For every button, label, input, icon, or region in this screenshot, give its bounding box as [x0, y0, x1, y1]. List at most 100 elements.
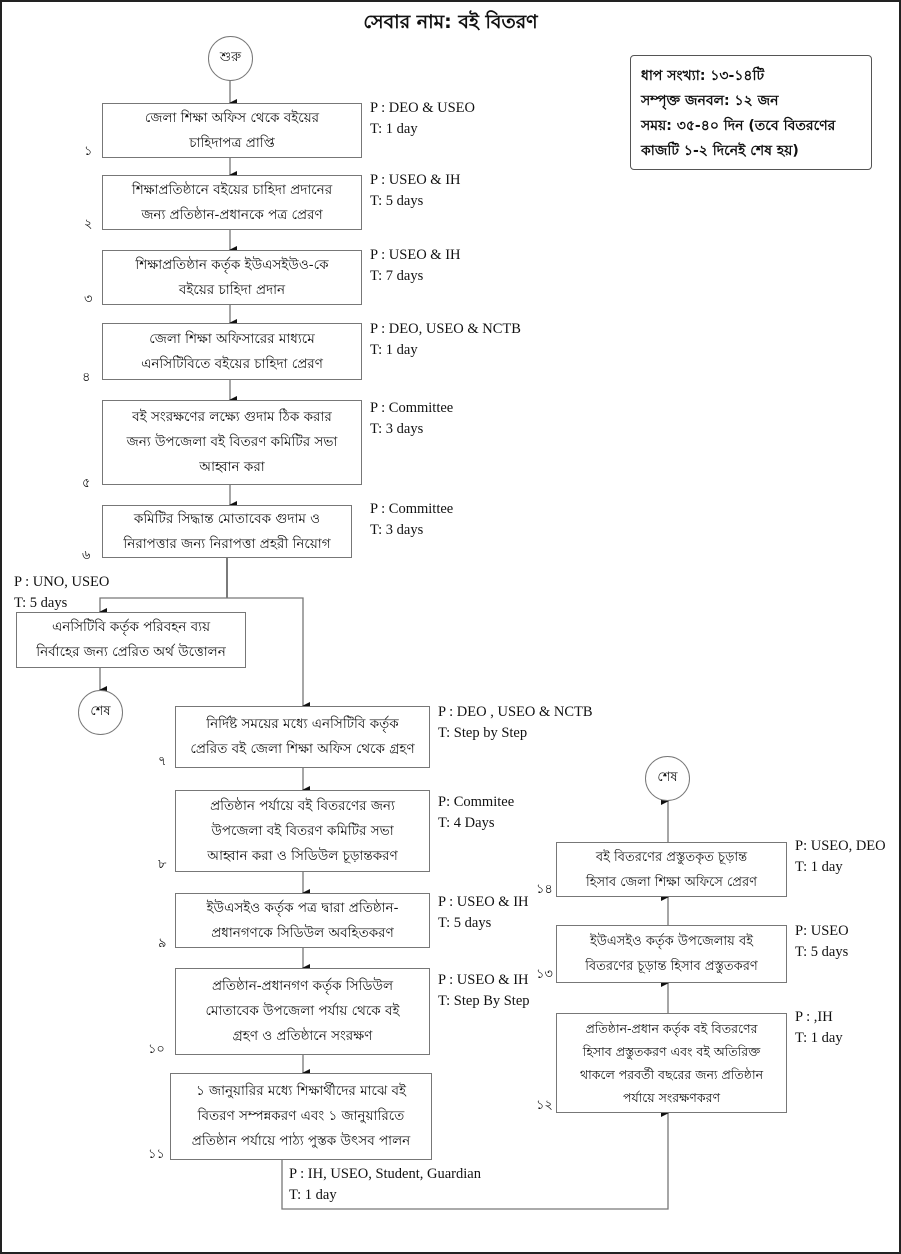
step-2-time: T: 5 days	[370, 193, 424, 209]
start-terminal: শুরু	[208, 36, 253, 81]
side-branch-time: T: 5 days	[14, 595, 68, 611]
step-12-line-1: প্রতিষ্ঠান-প্রধান কর্তৃক বই বিতরণের	[585, 1021, 758, 1036]
connector-11-to-12	[281, 1109, 669, 1210]
step-9-time: T: 5 days	[438, 915, 492, 931]
step-14-line-1: বই বিতরণের প্রস্তুতকৃত চূড়ান্ত	[595, 849, 748, 865]
step-11-line-2: বিতরণ সম্পন্নকরণ এবং ১ জানুয়ারিতে	[197, 1108, 405, 1124]
step-1-time: T: 1 day	[370, 121, 418, 137]
step-4-box: জেলা শিক্ষা অফিসারের মাধ্যমে এনসিটিবিতে ব…	[102, 323, 362, 380]
info-time: সময়: ৩৫-৪০ দিন (তবে বিতরণের	[641, 118, 836, 134]
step-1-number: ১	[84, 144, 93, 159]
step-14-box: বই বিতরণের প্রস্তুতকৃত চূড়ান্ত হিসাব জেল…	[556, 842, 787, 897]
step-10-line-1: প্রতিষ্ঠান-প্রধানগণ কর্তৃক সিডিউল	[211, 978, 394, 994]
step-3-box: শিক্ষাপ্রতিষ্ঠান কর্তৃক ইউএসইউও-কেবইয়ের…	[102, 250, 362, 305]
step-7-line-2: প্রেরিত বই জেলা শিক্ষা অফিস থেকে গ্রহণ	[190, 741, 415, 757]
side-branch-personnel: P : UNO, USEO	[14, 574, 110, 590]
step-10-meta: P : USEO & IH T: Step By Step	[438, 970, 530, 1012]
step-1-meta: P : DEO & USEO T: 1 day	[370, 98, 475, 140]
step-5-personnel: P : Committee	[370, 400, 454, 416]
step-11-line-1: ১ জানুয়ারির মধ্যে শিক্ষার্থীদের মাঝে বই	[195, 1083, 407, 1099]
branch-left-to-side	[99, 597, 227, 616]
step-6-line-2: নিরাপত্তার জন্য নিরাপত্তা প্রহরী নিয়োগ	[123, 535, 331, 552]
info-time-note: কাজটি ১-২ দিনেই শেষ হয়)	[641, 143, 799, 159]
step-4-line-1: জেলা শিক্ষা অফিসারের মাধ্যমে	[149, 330, 315, 347]
end-label-left: শেষ	[90, 704, 111, 719]
step-7-time: T: Step by Step	[438, 725, 528, 741]
step-9-line-1: ইউএসইও কর্তৃক পত্র দ্বারা প্রতিষ্ঠান-	[206, 899, 399, 916]
side-branch-line-1: এনসিটিবি কর্তৃক পরিবহন ব্যয়	[51, 619, 211, 635]
summary-info-box: ধাপ সংখ্যা: ১৩-১৪টি সম্পৃক্ত জনবল: ১২ জন…	[630, 55, 872, 170]
step-3-number: ৩	[84, 292, 93, 307]
step-8-line-2: উপজেলা বই বিতরণ কমিটির সভা	[211, 822, 394, 839]
step-3-line-1: শিক্ষাপ্রতিষ্ঠান কর্তৃক ইউএসইউও-কে	[135, 256, 329, 273]
start-label: শুরু	[219, 50, 242, 65]
step-7-meta: P : DEO , USEO & NCTB T: Step by Step	[438, 702, 593, 744]
step-5-meta: P : Committee T: 3 days	[370, 398, 453, 440]
step-14-personnel: P: USEO, DEO	[795, 838, 886, 854]
step-9-line-2: প্রধানগণকে সিডিউল অবহিতকরণ	[211, 924, 394, 941]
step-6-number: ৬	[82, 548, 91, 563]
step-14-meta: P: USEO, DEO T: 1 day	[795, 836, 886, 878]
step-12-number: ১২	[536, 1098, 553, 1113]
page-title: সেবার নাম: বই বিতরণ	[363, 11, 538, 33]
step-2-box: শিক্ষাপ্রতিষ্ঠানে বইয়ের চাহিদা প্রদানের…	[102, 175, 362, 230]
step-11-personnel: P : IH, USEO, Student, Guardian	[289, 1166, 481, 1182]
branch-right-to-7	[227, 597, 310, 710]
step-11-time: T: 1 day	[289, 1187, 337, 1203]
step-12-meta: P : ,IH T: 1 day	[795, 1007, 843, 1049]
step-10-line-3: গ্রহণ ও প্রতিষ্ঠানে সংরক্ষণ	[232, 1028, 373, 1044]
step-4-personnel: P : DEO, USEO & NCTB	[370, 321, 521, 337]
step-14-number: ১৪	[536, 882, 553, 897]
step-8-number: ৮	[158, 857, 167, 872]
step-9-box: ইউএসইও কর্তৃক পত্র দ্বারা প্রতিষ্ঠান- প্র…	[175, 893, 430, 948]
step-4-line-2: এনসিটিবিতে বইয়ের চাহিদা প্রেরণ	[141, 355, 323, 372]
step-12-line-4: পর্যায়ে সংরক্ষণকরণ	[622, 1090, 721, 1105]
step-5-line-1: বই সংরক্ষণের লক্ষ্যে গুদাম ঠিক করার	[132, 409, 332, 425]
step-13-box: ইউএসইও কর্তৃক উপজেলায় বই বিতরণের চূড়ান্…	[556, 925, 787, 983]
step-8-line-3: আহ্বান করা ও সিডিউল চূড়ান্তকরণ	[207, 847, 398, 864]
step-4-number: ৪	[82, 370, 91, 385]
side-branch-meta: P : UNO, USEO T: 5 days	[14, 572, 109, 614]
step-6-meta: P : Committee T: 3 days	[370, 499, 453, 541]
step-8-line-1: প্রতিষ্ঠান পর্যায়ে বই বিতরণের জন্য	[210, 797, 395, 814]
step-12-personnel: P : ,IH	[795, 1009, 833, 1025]
step-11-line-3: প্রতিষ্ঠান পর্যায়ে পাঠ্য পুস্তক উৎসব পা…	[191, 1133, 411, 1149]
step-7-personnel: P : DEO , USEO & NCTB	[438, 704, 593, 720]
step-7-line-1: নির্দিষ্ট সময়ের মধ্যে এনসিটিবি কর্তৃক	[206, 716, 399, 732]
info-manpower: সম্পৃক্ত জনবল: ১২ জন	[641, 93, 779, 109]
step-12-line-3: থাকলে পরবর্তী বছরের জন্য প্রতিষ্ঠান	[579, 1067, 764, 1082]
step-13-time: T: 5 days	[795, 944, 849, 960]
step-12-time: T: 1 day	[795, 1030, 843, 1046]
step-9-number: ৯	[158, 936, 167, 951]
step-8-box: প্রতিষ্ঠান পর্যায়ে বই বিতরণের জন্য উপজেল…	[175, 790, 430, 872]
step-7-box: নির্দিষ্ট সময়ের মধ্যে এনসিটিবি কর্তৃক প্…	[175, 706, 430, 768]
step-5-line-2: জন্য উপজেলা বই বিতরণ কমিটির সভা	[126, 434, 338, 450]
step-3-meta: P : USEO & IH T: 7 days	[370, 245, 461, 287]
step-5-number: ৫	[82, 476, 91, 491]
step-6-time: T: 3 days	[370, 522, 424, 538]
step-14-line-2: হিসাব জেলা শিক্ষা অফিসে প্রেরণ	[585, 874, 758, 890]
side-branch-line-2: নির্বাহের জন্য প্রেরিত অর্থ উত্তোলন	[36, 644, 226, 660]
step-5-time: T: 3 days	[370, 421, 424, 437]
step-2-line-2: জন্য প্রতিষ্ঠান-প্রধানকে পত্র প্রেরণ	[141, 206, 323, 223]
end-label-right: শেষ	[657, 770, 678, 785]
step-13-line-2: বিতরণের চূড়ান্ত হিসাব প্রস্তুতকরণ	[585, 959, 758, 974]
info-steps-count: ধাপ সংখ্যা: ১৩-১৪টি	[641, 68, 765, 84]
step-5-line-3: আহ্বান করা	[199, 459, 265, 475]
step-1-line-1: জেলা শিক্ষা অফিস থেকে বইয়ের	[144, 109, 320, 126]
step-1-personnel: P : DEO & USEO	[370, 100, 475, 116]
end-terminal-right: শেষ	[645, 756, 690, 801]
step-13-personnel: P: USEO	[795, 923, 849, 939]
step-13-meta: P: USEO T: 5 days	[795, 921, 849, 963]
step-13-line-1: ইউএসইও কর্তৃক উপজেলায় বই	[590, 934, 753, 949]
step-8-time: T: 4 Days	[438, 815, 495, 831]
step-2-meta: P : USEO & IH T: 5 days	[370, 170, 461, 212]
step-9-meta: P : USEO & IH T: 5 days	[438, 892, 529, 934]
step-14-time: T: 1 day	[795, 859, 843, 875]
step-12-line-2: হিসাব প্রস্তুতকরণ এবং বই অতিরিক্ত	[582, 1044, 761, 1059]
step-9-personnel: P : USEO & IH	[438, 894, 529, 910]
step-4-time: T: 1 day	[370, 342, 418, 358]
